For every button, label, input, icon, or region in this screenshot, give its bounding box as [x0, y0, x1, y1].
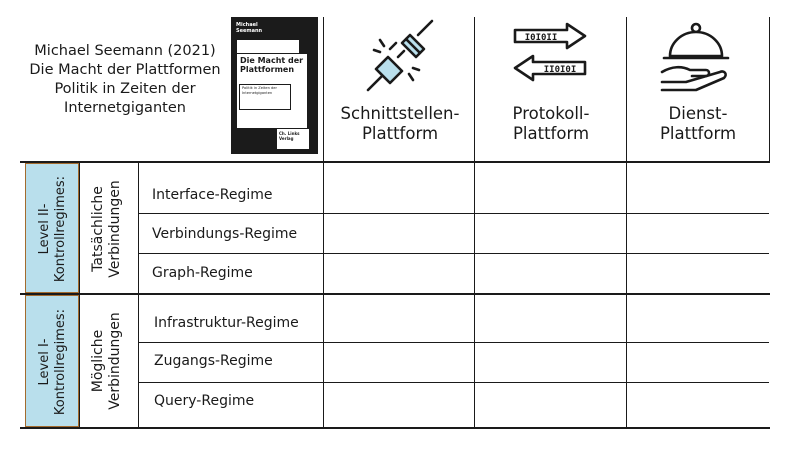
- level-i-label: Level I-Kontrollregimes:: [37, 308, 68, 416]
- serving-cloche-icon: [660, 22, 730, 92]
- grid-line: [626, 17, 627, 428]
- column-heading-protokoll: Protokoll-Plattform: [512, 104, 590, 143]
- arrow-code-top: I0I0II: [525, 33, 558, 43]
- book-cover-image: Michael Seemann Die Macht der Plattforme…: [231, 17, 318, 154]
- column-heading-schnittstellen: Schnittstellen-Plattform: [340, 104, 460, 143]
- plug-icon: [366, 19, 434, 92]
- regime-verbindungs: Verbindungs-Regime: [152, 226, 298, 242]
- column-heading-dienst: Dienst-Plattform: [659, 104, 737, 143]
- arrow-code-bottom: II0I0I: [544, 65, 577, 75]
- regime-interface: Interface-Regime: [152, 187, 273, 203]
- row-divider: [138, 382, 769, 383]
- regime-zugangs: Zugangs-Regime: [154, 353, 273, 369]
- row-divider: [138, 213, 769, 214]
- book-author-year: Michael Seemann (2021): [34, 43, 216, 59]
- level-ii-label: Level II-Kontrollregimes:: [37, 175, 68, 283]
- book-subtitle-line1: Politik in Zeiten der: [54, 81, 196, 97]
- cover-title: Die Macht der Plattformen: [240, 56, 304, 74]
- regime-query: Query-Regime: [154, 393, 255, 409]
- header-separator: [20, 161, 770, 163]
- cover-author: Michael Seemann: [236, 22, 263, 34]
- book-reference: Michael Seemann (2021) Die Macht der Pla…: [20, 20, 230, 140]
- cover-main-card: Die Macht der Plattformen Politik in Zei…: [236, 53, 308, 129]
- row-divider: [138, 342, 769, 343]
- level-i-label-box: Level I-Kontrollregimes:: [25, 295, 79, 427]
- regime-graph: Graph-Regime: [152, 265, 253, 281]
- cover-subtitle-card: Politik in Zeiten der Internetgiganten: [239, 84, 291, 110]
- book-title: Die Macht der Plattformen: [29, 62, 221, 78]
- grid-line: [323, 17, 324, 428]
- group-separator: [20, 293, 770, 295]
- level-ii-label-box: Level II-Kontrollregimes:: [25, 163, 79, 293]
- grid-line: [138, 162, 139, 428]
- grid-line: [769, 17, 770, 162]
- book-subtitle-line2: Internetgiganten: [64, 100, 186, 116]
- regime-infrastruktur: Infrastruktur-Regime: [154, 315, 299, 331]
- row-divider: [138, 253, 769, 254]
- cover-publisher: Ch. Links Verlag: [277, 129, 309, 149]
- table-bottom-border: [20, 427, 770, 429]
- grid-line: [79, 162, 80, 428]
- data-exchange-arrows-icon: I0I0II II0I0I: [513, 22, 587, 82]
- grid-line: [474, 17, 475, 428]
